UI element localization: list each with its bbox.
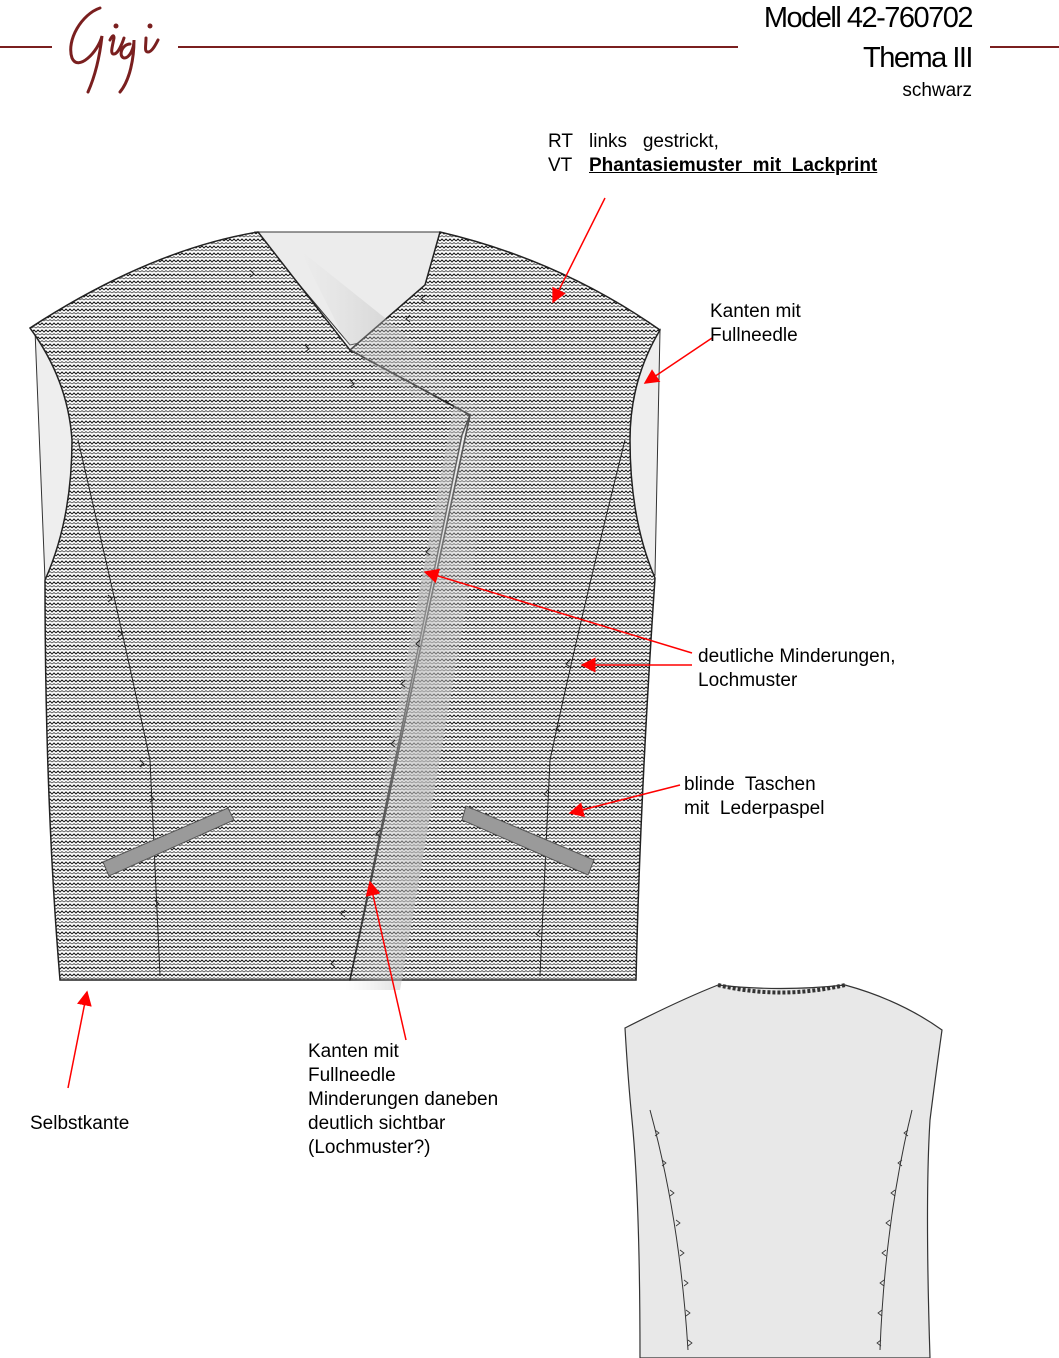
vt-description: Phantasiemuster mit Lackprint	[589, 154, 877, 178]
model-number: Modell 42-760702	[763, 2, 974, 34]
taschen-label-1: blinde Taschen	[684, 774, 816, 795]
minderungen-label-2: Lochmuster	[698, 670, 798, 691]
front-edge-shading	[345, 400, 500, 990]
header-rule-middle	[178, 46, 738, 48]
gigi-logo	[69, 6, 160, 94]
rt-label: RT	[548, 131, 573, 152]
taschen-label-2: mit Lederpaspel	[684, 798, 825, 819]
neck-shading	[300, 250, 470, 400]
header-rule-right	[990, 46, 1059, 48]
back-left-seam	[649, 1109, 689, 1351]
left-side-decrease-line	[77, 439, 161, 976]
color-name: schwarz	[902, 80, 972, 101]
kanten-bottom-label-4: deutlich sichtbar	[308, 1113, 446, 1134]
decrease-marks	[107, 269, 571, 968]
right-side-decrease-line	[539, 439, 626, 976]
kanten-bottom-label-2: Fullneedle	[308, 1065, 396, 1086]
vt-description-text: Phantasiemuster mit Lackprint	[589, 155, 878, 176]
arrow-taschen	[568, 784, 681, 817]
right-pocket	[461, 805, 595, 876]
back-vest-body	[624, 984, 943, 1358]
selbstkante-label: Selbstkante	[30, 1113, 130, 1134]
kanten-top-label-1: Kanten mit	[710, 301, 801, 322]
arrow-selbstkante	[67, 990, 92, 1089]
back-decrease-marks	[654, 1129, 909, 1347]
arrow-kanten-bottom	[365, 880, 407, 1041]
kanten-bottom-label-1: Kanten mit	[308, 1041, 399, 1062]
rt-description: links gestrickt,	[589, 131, 719, 152]
left-pocket	[102, 807, 235, 877]
arrow-vt-pattern	[552, 197, 606, 304]
arrow-minderungen-center	[423, 568, 693, 654]
annotation-arrows	[67, 197, 713, 1089]
kanten-bottom-label-5: (Lochmuster?)	[308, 1137, 431, 1158]
front-vest-body	[28, 231, 471, 981]
header-rule-left	[0, 46, 52, 48]
vt-label: VT	[548, 155, 573, 176]
minderungen-label-1: deutliche Minderungen,	[698, 646, 896, 667]
arrow-kanten-top	[643, 337, 713, 384]
kanten-bottom-label-3: Minderungen daneben	[308, 1089, 499, 1110]
kanten-top-label-2: Fullneedle	[710, 325, 798, 346]
back-right-seam	[879, 1109, 913, 1351]
theme-title: Thema III	[863, 42, 974, 74]
